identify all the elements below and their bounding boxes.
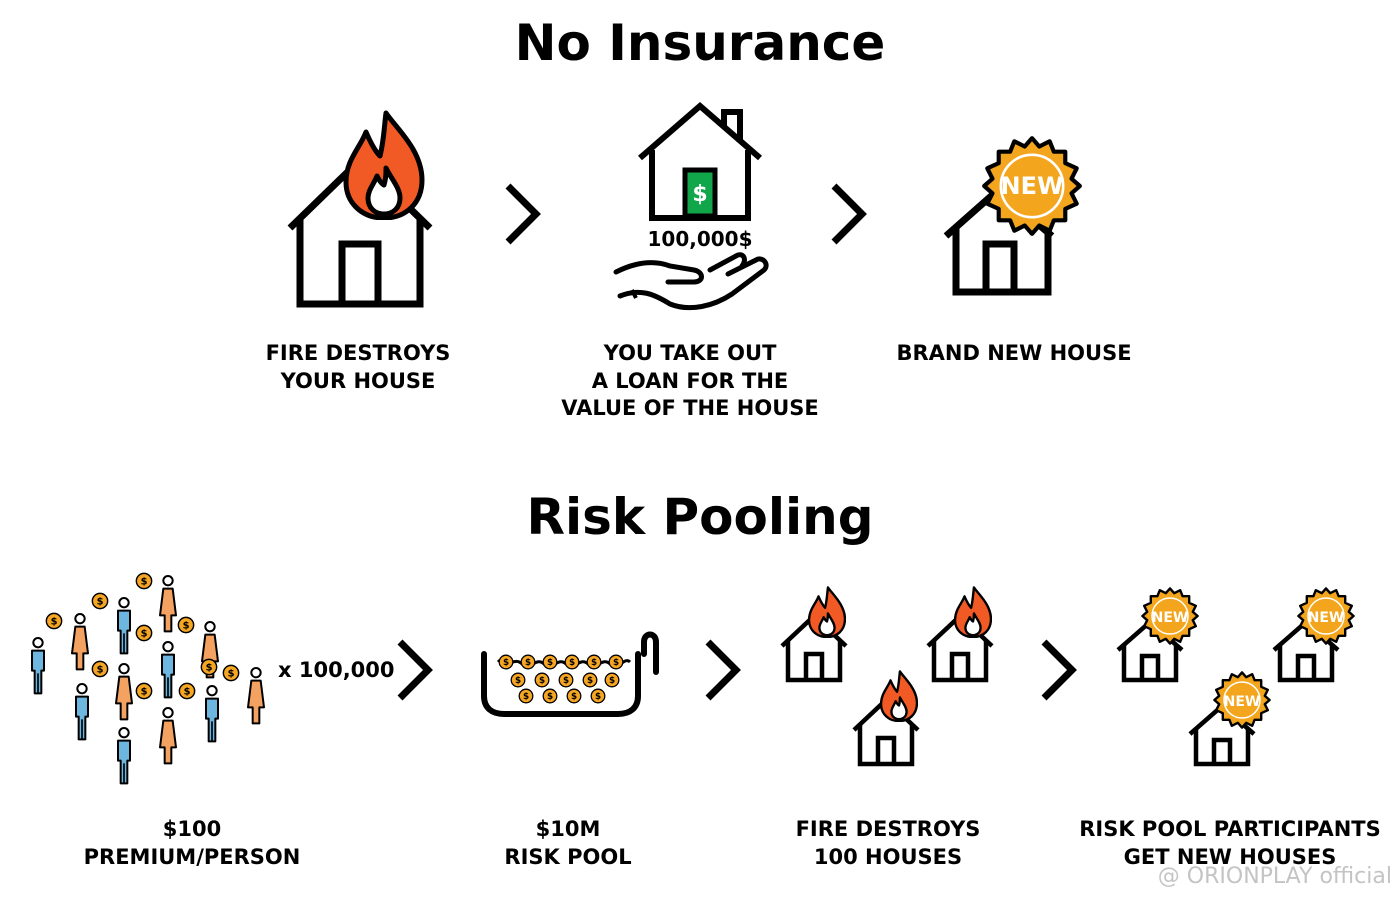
- new-badge-text: NEW: [1224, 694, 1261, 710]
- chevron-right-icon: [505, 183, 541, 245]
- new-houses-icon: NEW NEW NEW: [1116, 587, 1355, 767]
- step-fire-destroys-label: FIRE DESTROYS YOUR HOUSE: [265, 341, 451, 393]
- multiplier-label: x 100,000: [278, 658, 395, 682]
- risk-pooling-title: Risk Pooling: [526, 488, 874, 546]
- new-badge-text: NEW: [1308, 610, 1345, 626]
- step-brand-new-house-label: BRAND NEW HOUSE: [896, 341, 1132, 365]
- step-take-loan-label: YOU TAKE OUT A LOAN FOR THE VALUE OF THE…: [561, 341, 819, 420]
- chevron-right-icon: [705, 639, 741, 701]
- step-risk-pool-label: $10M RISK POOL: [504, 817, 632, 869]
- new-badge-text: NEW: [1001, 172, 1064, 200]
- step-premium-label: $100 PREMIUM/PERSON: [83, 817, 301, 869]
- chevron-right-icon: [831, 183, 867, 245]
- loan-house-hand-icon: $ 100,000$: [613, 102, 769, 311]
- crowd-of-people-icon: [31, 572, 265, 785]
- burning-houses-icon: [780, 586, 994, 767]
- chevron-right-icon: [1041, 639, 1077, 701]
- burning-house-icon: [287, 110, 433, 308]
- step-new-houses-label: RISK POOL PARTICIPANTS GET NEW HOUSES: [1079, 817, 1381, 869]
- risk-pool-icon: [481, 631, 659, 717]
- new-badge-text: NEW: [1152, 610, 1189, 626]
- watermark: @ ORIONPLAY official: [1157, 864, 1392, 889]
- new-house-icon: NEW: [943, 132, 1090, 296]
- loan-amount: 100,000$: [647, 227, 752, 251]
- step-fire-destroys-houses-label: FIRE DESTROYS 100 HOUSES: [795, 817, 981, 869]
- no-insurance-title: No Insurance: [514, 14, 886, 72]
- chevron-right-icon: [397, 639, 433, 701]
- money-symbol: $: [692, 182, 707, 207]
